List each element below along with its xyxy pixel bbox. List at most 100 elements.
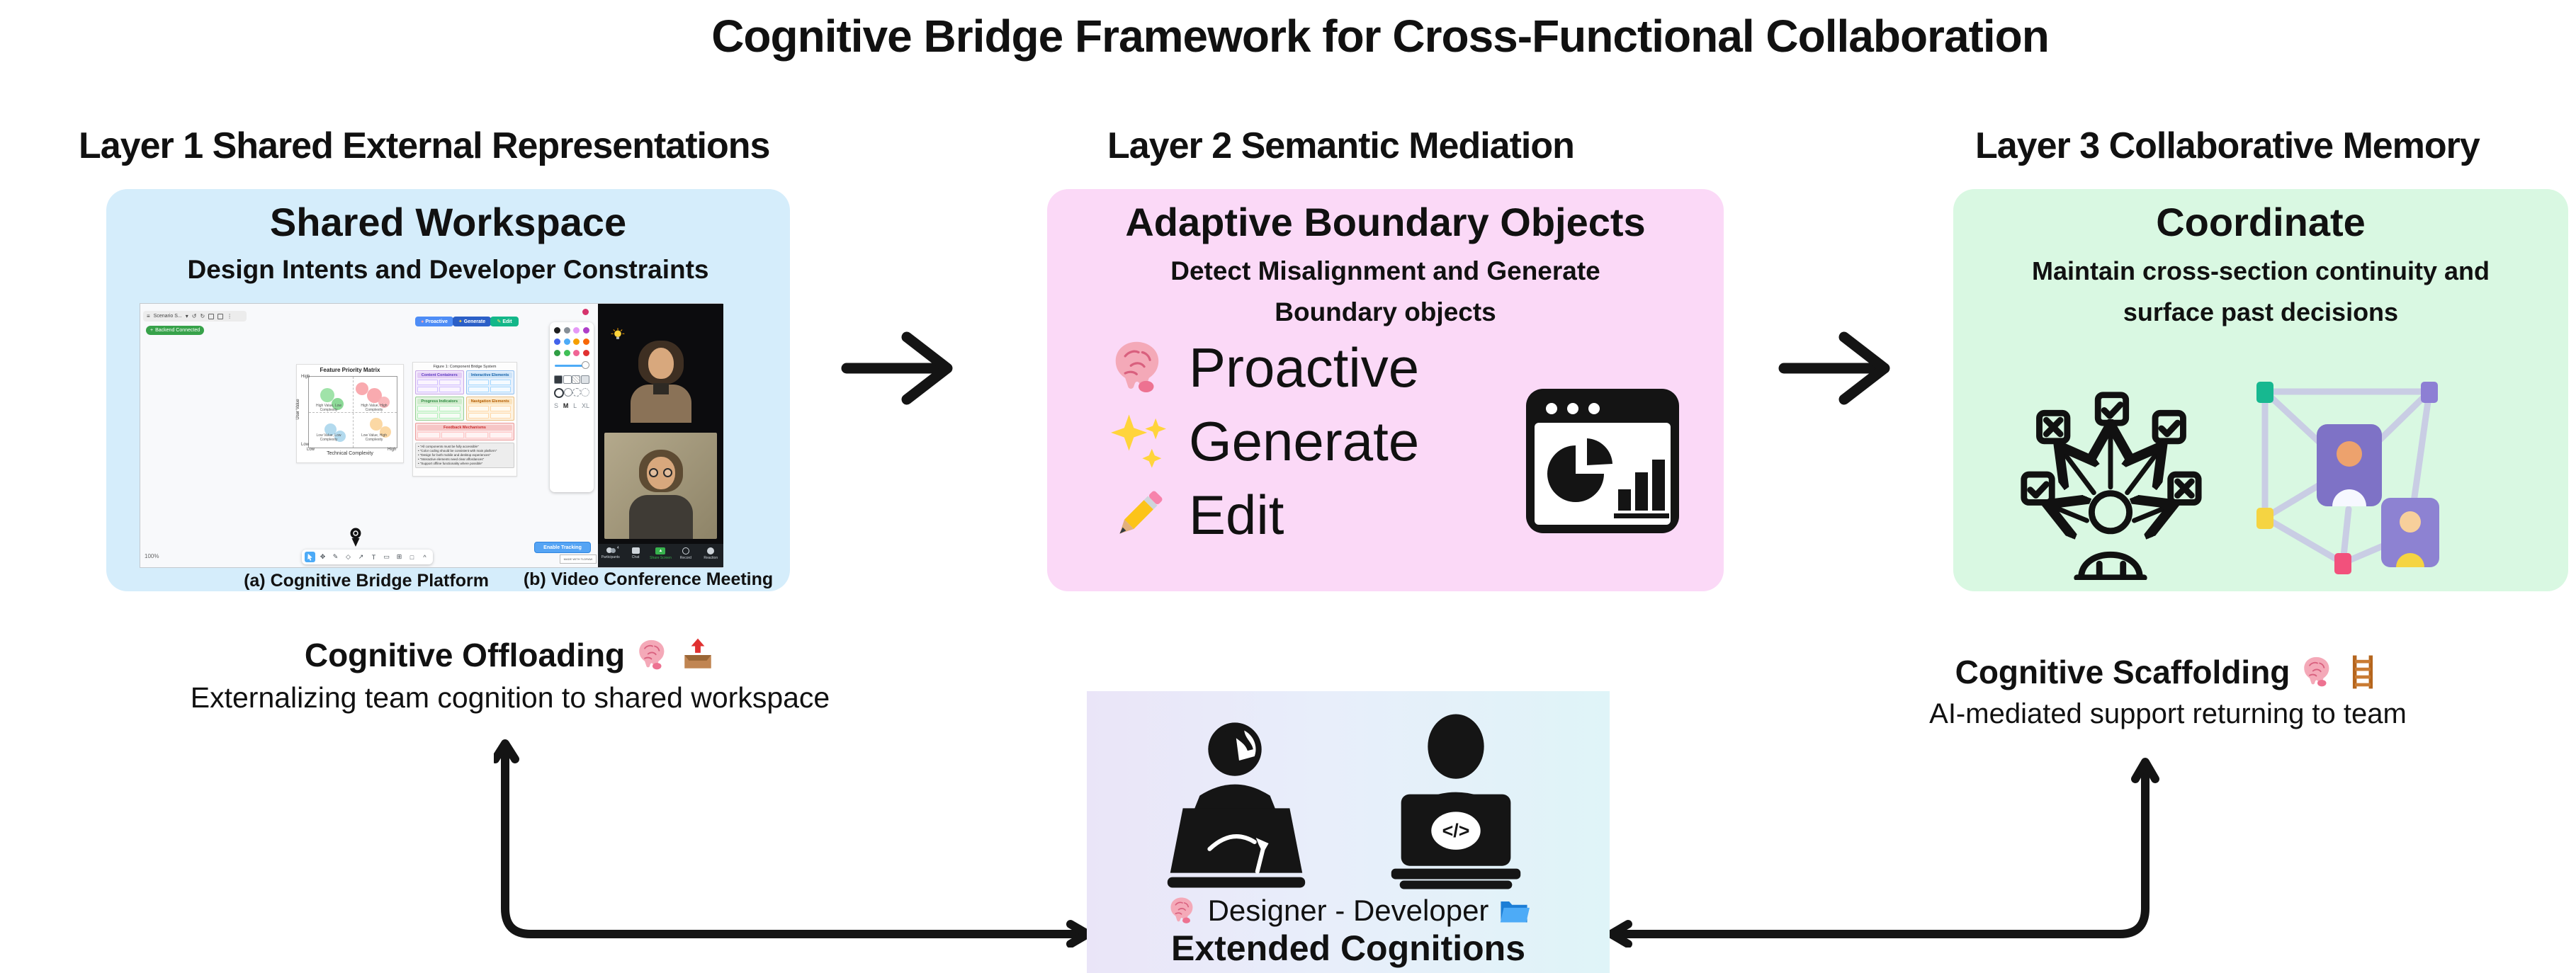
person-silhouette <box>628 450 693 539</box>
stroke-style-option[interactable] <box>564 388 572 397</box>
stroke-style-option[interactable] <box>581 388 589 397</box>
select-tool[interactable] <box>305 552 315 562</box>
arrow-layer1-to-layer2 <box>841 331 953 405</box>
fill-style-option[interactable] <box>554 375 563 384</box>
size-option-l[interactable]: L <box>573 402 577 409</box>
bulb-icon <box>610 328 626 343</box>
fill-style-option[interactable] <box>580 375 589 384</box>
opacity-slider[interactable] <box>554 361 589 370</box>
brain-icon <box>635 637 670 673</box>
video-tile-designer[interactable] <box>604 322 717 423</box>
enable-tracking-button[interactable]: Enable Tracking <box>534 542 591 553</box>
layer1-header: Layer 1 Shared External Representations <box>79 125 770 166</box>
whiteboard-canvas[interactable]: ≡ Scenario S... ▾ ↺ ↻ ⋮ + Backend Connec… <box>140 304 598 567</box>
color-swatch[interactable] <box>563 350 570 356</box>
trash-icon[interactable] <box>208 313 215 319</box>
layer3-header: Layer 3 Collaborative Memory <box>1975 125 2480 166</box>
bubble-orange <box>370 418 383 431</box>
capability-row-generate: Generate <box>1108 404 1419 478</box>
stroke-style-option[interactable] <box>554 388 564 398</box>
eraser-tool[interactable]: ◇ <box>346 553 351 560</box>
share-screen-button[interactable]: ▲ Share Screen <box>650 547 672 560</box>
undo-icon[interactable]: ↺ <box>191 313 197 319</box>
layer3-box-subtitle-1: Maintain cross-section continuity and <box>2031 256 2490 285</box>
ladder-icon <box>2345 654 2380 690</box>
matrix-plot: High Value, Low Complexity High Value, H… <box>308 376 397 448</box>
asset-tool[interactable]: ⊞ <box>396 553 402 560</box>
bubble-red <box>378 397 390 408</box>
zoom-level[interactable]: 100% <box>145 553 159 559</box>
record-button[interactable]: Record <box>674 547 697 560</box>
section-progress-indicators: Progress Indicators <box>415 397 464 421</box>
feature-priority-matrix-card[interactable]: Feature Priority Matrix High Value, Low … <box>296 364 404 463</box>
bubble-green <box>332 398 344 410</box>
chat-button[interactable]: Chat <box>624 547 647 559</box>
size-option-s[interactable]: S <box>554 402 559 409</box>
whiteboard-topbar[interactable]: ≡ Scenario S... ▾ ↺ ↻ ⋮ <box>143 311 247 322</box>
kebab-menu-icon[interactable]: ⋮ <box>227 313 233 319</box>
brain-icon <box>1167 895 1198 926</box>
more-tools-chevron[interactable]: ^ <box>423 553 426 561</box>
color-swatch[interactable] <box>582 327 589 334</box>
color-swatch[interactable] <box>554 350 560 356</box>
component-card-title: Figure 1: Component Bridge System <box>433 365 497 369</box>
reaction-button[interactable]: Reaction <box>699 547 722 560</box>
hand-tool[interactable]: ✥ <box>320 553 326 560</box>
quadrant-label: Low Value, Low Complexity <box>316 433 341 442</box>
arrow-tool[interactable]: ↗ <box>358 553 364 560</box>
note-tool[interactable]: ▭ <box>383 553 390 560</box>
color-swatch[interactable] <box>582 350 589 356</box>
outbox-icon <box>680 637 716 673</box>
draw-tool[interactable]: ✎ <box>332 553 339 560</box>
color-swatch[interactable] <box>563 338 570 345</box>
extended-caption: Designer - Developer <box>1087 894 1610 928</box>
capability-row-edit: Edit <box>1108 478 1419 552</box>
meeting-controls-bar[interactable]: 4 Participants Chat ▲ Share Screen Recor… <box>598 544 723 567</box>
video-tile-developer[interactable] <box>604 433 717 539</box>
menu-icon[interactable]: ≡ <box>147 313 150 319</box>
folder-icon <box>1498 895 1530 926</box>
stroke-style-option[interactable] <box>572 388 581 397</box>
chevron-down-icon[interactable]: ▾ <box>185 313 188 319</box>
size-option-xl[interactable]: XL <box>581 402 589 409</box>
color-swatch[interactable] <box>573 327 580 334</box>
color-swatch[interactable] <box>554 338 560 345</box>
component-bridge-card[interactable]: Figure 1: Component Bridge System Conten… <box>412 362 517 477</box>
quadrant-label: High Value, High Complexity <box>361 404 388 412</box>
fill-style-option[interactable] <box>563 375 572 384</box>
edit-button[interactable]: ✎ Edit <box>490 317 519 326</box>
fill-style-option[interactable] <box>572 375 581 384</box>
color-swatch[interactable] <box>563 327 570 334</box>
platform-screenshot: ≡ Scenario S... ▾ ↺ ↻ ⋮ + Backend Connec… <box>140 303 723 568</box>
quadrant-label: High Value, Low Complexity <box>315 404 342 412</box>
size-option-m[interactable]: M <box>563 402 569 409</box>
color-swatch[interactable] <box>582 338 589 345</box>
generate-button[interactable]: ✦ Generate <box>453 317 491 326</box>
layer3-box-title: Coordinate <box>2156 200 2366 244</box>
caption-b: (b) Video Conference Meeting <box>523 569 774 589</box>
style-panel[interactable]: S M L XL <box>550 322 594 492</box>
cognitive-offloading-subtitle: Externalizing team cognition to shared w… <box>190 681 830 714</box>
bubble-orange <box>380 426 391 438</box>
scenario-dropdown[interactable]: Scenario S... <box>153 314 182 319</box>
y-high-label: High <box>301 375 310 379</box>
layer2-box-title: Adaptive Boundary Objects <box>1125 200 1646 244</box>
shape-tool[interactable]: □ <box>409 553 414 561</box>
duplicate-icon[interactable] <box>218 313 224 319</box>
matrix-xlabel: Technical Complexity <box>327 451 373 456</box>
developer-icon: </> <box>1391 714 1521 889</box>
x-low-label: Low <box>307 448 315 452</box>
color-swatch[interactable] <box>554 327 560 334</box>
tool-toolbar[interactable]: ✥ ✎ ◇ ↗ T ▭ ⊞ □ ^ <box>302 550 433 564</box>
layer2-box-subtitle-1: Detect Misalignment and Generate <box>1170 256 1600 285</box>
matrix-ylabel: User Value <box>296 399 300 420</box>
color-swatch[interactable] <box>573 350 580 356</box>
participants-button[interactable]: 4 Participants <box>601 546 620 559</box>
proactive-button[interactable]: ● Proactive <box>415 317 453 326</box>
pencil-mini-icon: ✎ <box>497 319 502 324</box>
color-swatch[interactable] <box>573 338 580 345</box>
layer1-box-title: Shared Workspace <box>269 200 627 244</box>
text-tool[interactable]: T <box>371 553 376 561</box>
video-conference-panel: 4 Participants Chat ▲ Share Screen Recor… <box>598 304 723 567</box>
redo-icon[interactable]: ↻ <box>200 313 205 319</box>
